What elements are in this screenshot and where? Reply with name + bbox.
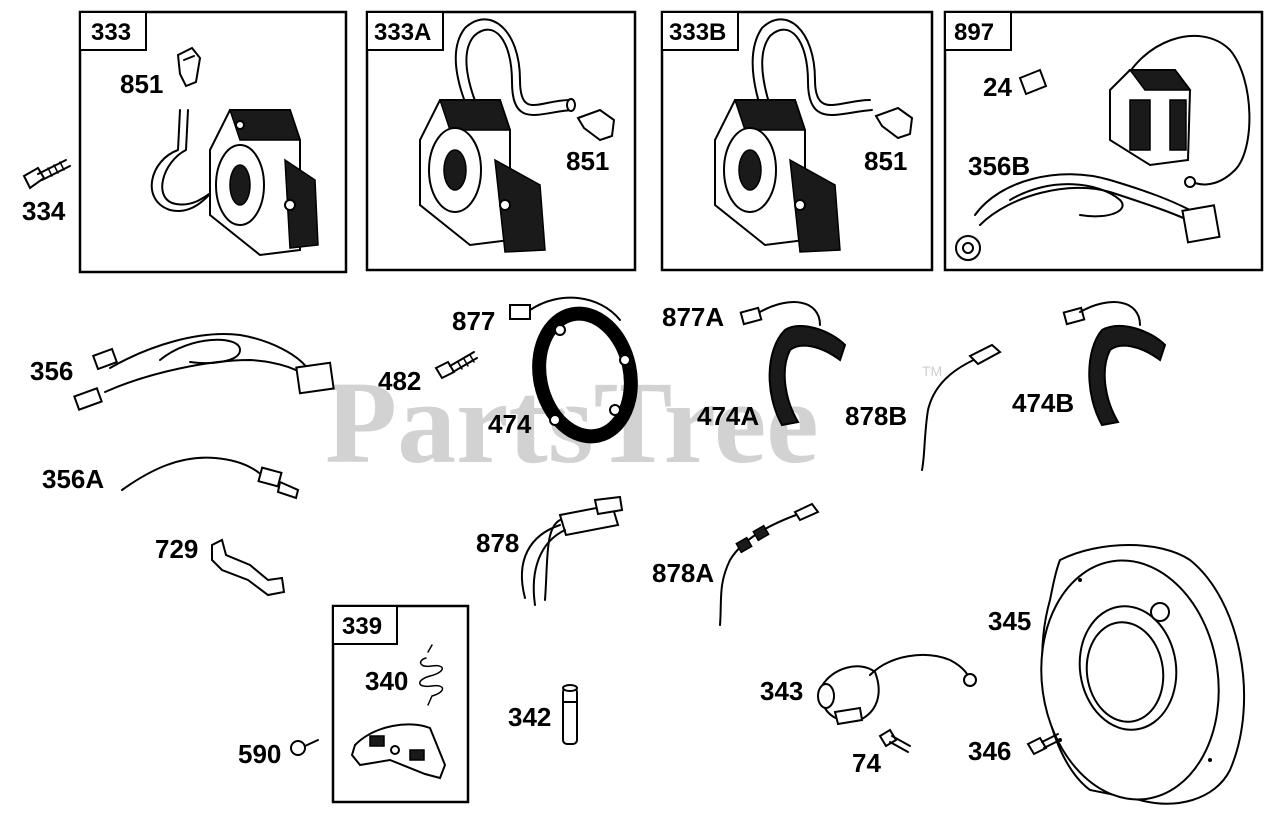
part-label-878A[interactable]: 878A: [652, 558, 714, 588]
flywheel-345-drawing[interactable]: [1026, 544, 1246, 811]
part-label-474B[interactable]: 474B: [1012, 388, 1074, 418]
kit-box-339[interactable]: 339: [331, 604, 470, 804]
alternator-474B-drawing[interactable]: [1062, 301, 1167, 427]
part-label-474[interactable]: 474: [488, 409, 532, 439]
kit-label-339: 339: [342, 613, 382, 640]
alternator-474-drawing[interactable]: [509, 296, 642, 445]
screw-334-drawing[interactable]: [22, 159, 71, 190]
spring-729-drawing[interactable]: [211, 538, 286, 597]
part-label-878B[interactable]: 878B: [845, 401, 907, 431]
part-label-877A[interactable]: 877A: [662, 302, 724, 332]
part-label-474A[interactable]: 474A: [697, 401, 759, 431]
screw-482-drawing[interactable]: [434, 351, 478, 380]
part-label-345[interactable]: 345: [988, 606, 1031, 636]
watermark-tm: TM: [922, 363, 942, 379]
part-label-356A[interactable]: 356A: [42, 464, 104, 494]
part-label-878[interactable]: 878: [476, 528, 519, 558]
part-label-851-b[interactable]: 851: [566, 146, 609, 176]
screw-590-drawing[interactable]: [290, 739, 319, 756]
part-label-356B[interactable]: 356B: [968, 151, 1030, 181]
part-label-851-c[interactable]: 851: [864, 146, 907, 176]
part-label-482[interactable]: 482: [378, 366, 421, 396]
part-label-74[interactable]: 74: [852, 748, 881, 778]
condenser-343-drawing[interactable]: [817, 654, 977, 726]
armature-333-drawing[interactable]: [150, 46, 319, 257]
part-label-356[interactable]: 356: [30, 356, 73, 386]
connector-878-drawing[interactable]: [520, 495, 624, 606]
armature-333A-drawing[interactable]: [419, 18, 616, 253]
pin-342-drawing[interactable]: [562, 684, 578, 745]
module-897-drawing[interactable]: [955, 34, 1251, 261]
wire-356A-drawing[interactable]: [121, 456, 300, 500]
alternator-474A-drawing[interactable]: [739, 301, 847, 427]
part-label-877[interactable]: 877: [452, 306, 495, 336]
armature-333B-drawing[interactable]: [714, 18, 914, 253]
part-label-851-a[interactable]: 851: [120, 69, 163, 99]
watermark: PartsTree: [325, 357, 819, 488]
screw-346-drawing[interactable]: [1026, 733, 1061, 756]
part-label-342[interactable]: 342: [508, 702, 551, 732]
part-label-24[interactable]: 24: [983, 72, 1012, 102]
kit-label-897: 897: [954, 19, 994, 46]
part-label-343[interactable]: 343: [760, 676, 803, 706]
screw-74-drawing[interactable]: [878, 728, 911, 753]
part-label-346[interactable]: 346: [968, 736, 1011, 766]
part-label-334[interactable]: 334: [22, 196, 66, 226]
wire-878B-drawing[interactable]: [921, 343, 1002, 471]
kit-label-333A: 333A: [374, 19, 431, 46]
harness-356-drawing[interactable]: [73, 333, 335, 411]
kit-label-333B: 333B: [669, 19, 726, 46]
part-label-729[interactable]: 729: [155, 534, 198, 564]
part-label-340[interactable]: 340: [365, 666, 408, 696]
governor-339-drawing[interactable]: [350, 644, 447, 780]
wire-878A-drawing[interactable]: [719, 502, 820, 626]
kit-label-333: 333: [91, 19, 131, 46]
part-label-590[interactable]: 590: [238, 739, 281, 769]
